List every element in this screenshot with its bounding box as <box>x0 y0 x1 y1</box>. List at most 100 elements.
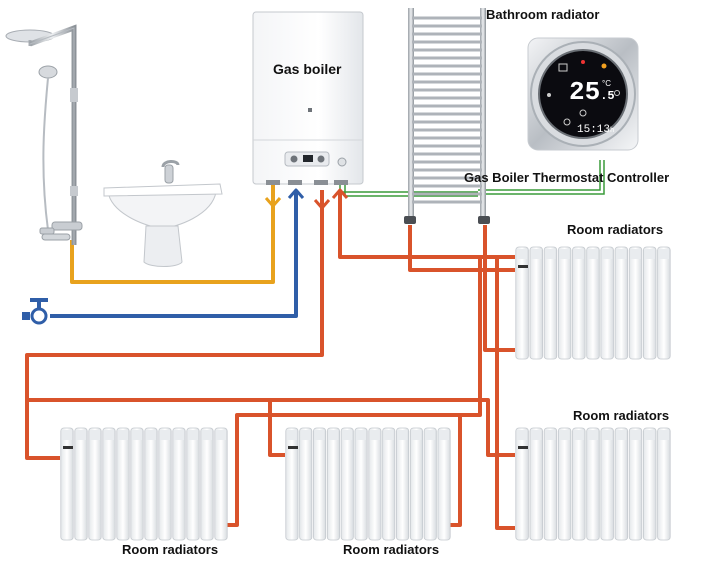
radiator-section-cap <box>644 249 655 259</box>
radiator-section <box>144 427 158 541</box>
radiator-section-cap <box>118 430 128 440</box>
radiator-section <box>529 246 543 360</box>
radiator-valve <box>518 265 528 268</box>
shower-icon <box>5 24 83 245</box>
radiator-section-cap <box>300 430 311 440</box>
thermostat-temperature: 25.5 <box>569 79 615 108</box>
radiator-section-cap <box>644 430 655 440</box>
bathroom-radiator <box>404 8 490 224</box>
radiator-section <box>586 427 600 541</box>
radiator-section-cap <box>439 430 449 440</box>
radiator-section <box>628 427 643 541</box>
radiator-section-cap <box>90 430 100 440</box>
radiator-section <box>515 427 529 541</box>
radiator-section <box>543 246 558 360</box>
radiator-section <box>572 246 586 360</box>
radiator-section <box>172 427 186 541</box>
radiator-section <box>557 427 572 541</box>
radiator-section <box>299 427 313 541</box>
radiator-section-cap <box>545 430 556 440</box>
cold-water-pipe <box>50 190 298 318</box>
radiator-section <box>74 427 88 541</box>
room-radiator-bottom-left <box>60 427 228 541</box>
water-valve-icon <box>22 298 48 325</box>
label-room-radiators-bottom-center: Room radiators <box>343 542 440 557</box>
label-gas-boiler: Gas boiler <box>273 61 342 77</box>
radiator-section-cap <box>630 430 641 440</box>
radiator-section-cap <box>160 430 170 440</box>
radiator-section-cap <box>174 430 184 440</box>
radiator-section <box>60 427 74 541</box>
radiator-section <box>614 246 629 360</box>
radiator-section-cap <box>573 249 584 259</box>
label-bathroom-radiator: Bathroom radiator <box>486 7 600 22</box>
radiator-section <box>586 246 600 360</box>
radiator-section <box>186 427 200 541</box>
radiator-section-cap <box>62 430 72 440</box>
radiator-section-cap <box>587 430 599 440</box>
radiator-section-cap <box>559 249 570 259</box>
radiator-section <box>628 246 643 360</box>
room-radiator-middle-right <box>515 427 671 541</box>
hot-water-pipe <box>70 185 275 284</box>
radiator-section-cap <box>146 430 156 440</box>
heating-pipes <box>25 190 515 530</box>
radiator-section-cap <box>356 430 366 440</box>
radiator-section-cap <box>383 430 394 440</box>
radiator-section-cap <box>531 430 542 440</box>
radiator-section <box>116 427 130 541</box>
room-radiator-top-right <box>515 246 671 360</box>
radiator-section <box>368 427 382 541</box>
radiator-section-cap <box>370 430 380 440</box>
radiator-section <box>102 427 116 541</box>
radiator-section-cap <box>132 430 142 440</box>
label-room-radiators-bottom-left: Room radiators <box>122 542 219 557</box>
radiator-section-cap <box>616 249 627 259</box>
radiator-section <box>88 427 102 541</box>
radiator-section-cap <box>559 430 570 440</box>
radiator-section <box>130 427 144 541</box>
flow-arrows <box>264 188 349 210</box>
radiator-section-cap <box>216 430 226 440</box>
radiator-section-cap <box>517 249 528 259</box>
radiator-section <box>600 246 614 360</box>
radiator-section <box>529 427 543 541</box>
radiator-section <box>354 427 368 541</box>
radiator-section-cap <box>517 430 528 440</box>
room-radiator-bottom-center <box>285 427 451 541</box>
radiator-section <box>643 246 657 360</box>
radiator-section <box>515 246 529 360</box>
radiator-valve <box>518 446 528 449</box>
radiator-section <box>657 427 671 541</box>
radiator-section <box>396 427 410 541</box>
radiator-valve <box>288 446 298 449</box>
thermostat-unit: °C <box>602 79 611 88</box>
radiator-section <box>643 427 657 541</box>
radiator-section-cap <box>76 430 86 440</box>
radiator-section-cap <box>188 430 198 440</box>
radiator-section-cap <box>658 430 669 440</box>
radiator-section <box>600 427 614 541</box>
radiator-section <box>158 427 172 541</box>
radiator-section-cap <box>630 249 641 259</box>
radiator-section <box>557 246 572 360</box>
sink-icon <box>103 160 223 267</box>
radiator-section <box>657 246 671 360</box>
radiator-section-cap <box>397 430 408 440</box>
radiator-section <box>409 427 423 541</box>
radiator-valve <box>63 446 73 449</box>
radiator-section-cap <box>287 430 297 440</box>
thermostat-time-suffix: h <box>610 127 615 135</box>
radiator-section <box>214 427 228 541</box>
radiator-section-cap <box>658 249 669 259</box>
radiator-section <box>437 427 451 541</box>
radiator-section <box>572 427 586 541</box>
radiator-section <box>614 427 629 541</box>
label-room-radiators-middle-right: Room radiators <box>573 408 670 423</box>
label-room-radiators-top-right: Room radiators <box>567 222 664 237</box>
thermostat-controller <box>527 37 639 151</box>
radiator-section <box>326 427 340 541</box>
radiator-section-cap <box>616 430 627 440</box>
